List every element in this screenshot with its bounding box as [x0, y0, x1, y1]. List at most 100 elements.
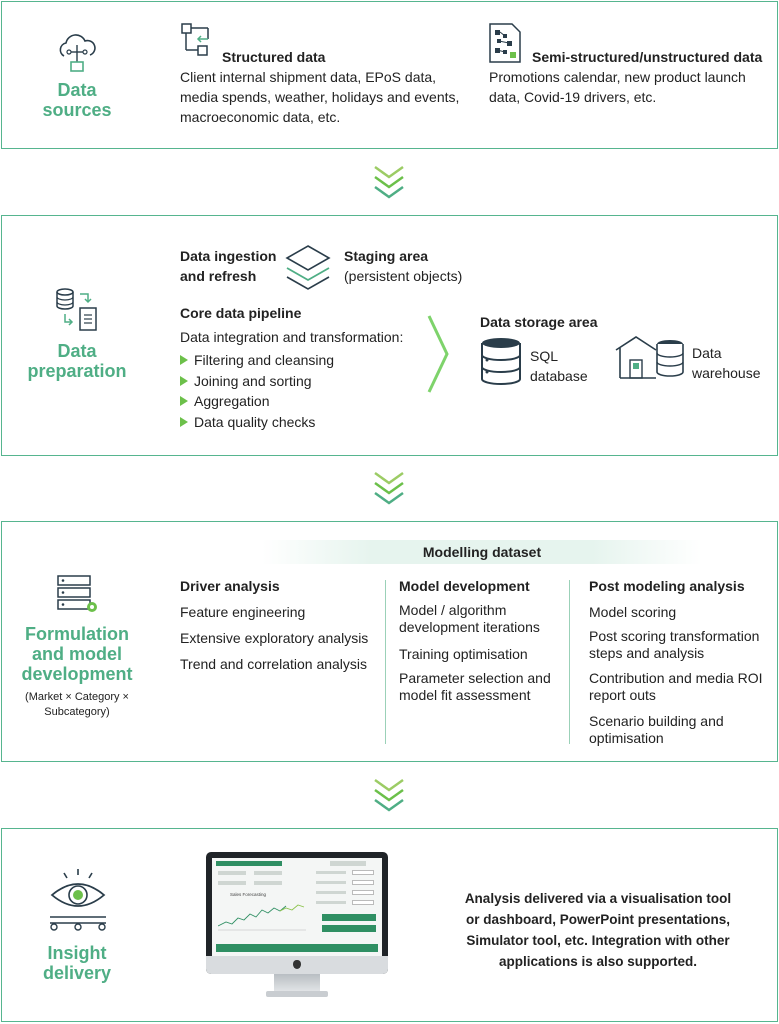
preparation-title-line2: preparation — [27, 361, 127, 381]
insight-title-line2: delivery — [42, 963, 112, 983]
screen-button — [322, 914, 376, 921]
ingestion-label-line: Data ingestion — [180, 248, 277, 264]
post-modeling-item: Contribution and media ROI report outs — [589, 670, 763, 703]
screen-footer-bar — [216, 944, 378, 952]
warehouse-database-icon — [615, 336, 684, 379]
insight-description-line: or dashboard, PowerPoint presentations, — [465, 912, 731, 927]
cloud-network-icon — [59, 34, 96, 72]
storage-title: Data storage area — [480, 314, 598, 330]
driver-analysis-item: Feature engineering — [180, 604, 306, 620]
database-icon — [481, 338, 521, 385]
list-item: Aggregation — [180, 391, 334, 412]
post-modeling-title: Post modeling analysis — [589, 578, 745, 594]
preparation-title: Data preparation — [10, 341, 144, 381]
screen-chart-title: Sales Forecasting — [230, 892, 267, 897]
column-divider — [569, 580, 570, 744]
screen-field — [218, 871, 246, 875]
pipeline-intro: Data integration and transformation: — [180, 329, 404, 345]
insight-description-line: Analysis delivered via a visualisation t… — [464, 891, 732, 906]
insight-delivery-panel: Insight delivery Sales Forecasting — [1, 828, 778, 1022]
driver-analysis-title: Driver analysis — [180, 578, 280, 594]
screen-input-row — [316, 891, 346, 894]
server-settings-icon — [57, 575, 97, 612]
pipeline-list: Filtering and cleansing Joining and sort… — [180, 350, 334, 432]
monitor-screen: Sales Forecasting — [212, 858, 382, 956]
modelling-title-line: development — [21, 664, 133, 684]
preparation-title-line1: Data — [57, 341, 97, 361]
modelling-subtitle-line: Subcategory) — [44, 706, 110, 718]
eye-conveyor-icon — [50, 869, 106, 931]
screen-input-row — [316, 881, 346, 884]
model-development-item: Model / algorithm development iterations — [399, 602, 540, 635]
screen-header-bar — [216, 861, 282, 866]
screen-header-bar — [330, 861, 366, 866]
insight-title-line1: Insight — [47, 943, 107, 963]
sql-label-line: SQL — [530, 348, 559, 364]
screen-input-row — [352, 890, 374, 895]
data-preparation-panel: Data preparation Data ingestion and refr… — [1, 215, 778, 456]
structured-title: Structured data — [222, 49, 326, 65]
modelling-title: Formulation and model development — [10, 624, 144, 684]
list-item: Data quality checks — [180, 412, 334, 433]
screen-input-row — [316, 901, 346, 904]
post-modeling-item: Scenario building and optimisation — [589, 713, 724, 746]
semi-structured-text-line: data, Covid-19 drivers, etc. — [489, 89, 657, 105]
modelling-dataset-band — [262, 540, 702, 564]
chevron-right-icon — [427, 315, 449, 393]
structured-text: Client internal shipment data, EPoS data… — [180, 67, 470, 127]
chevron-down-icon — [374, 165, 404, 199]
semi-structured-title: Semi-structured/unstructured data — [532, 49, 763, 65]
chevron-down-icon — [374, 471, 404, 505]
screen-field — [254, 871, 282, 875]
column-divider — [385, 580, 386, 744]
model-development-item: Training optimisation — [399, 646, 528, 662]
driver-analysis-item: Trend and correlation analysis — [180, 656, 368, 672]
warehouse-label-line: Data — [692, 345, 722, 361]
model-development-title: Model development — [399, 578, 530, 594]
modelling-title-line: Formulation — [25, 624, 129, 644]
ingestion-label: Data ingestion and refresh — [180, 246, 276, 286]
apple-logo-icon — [293, 960, 301, 969]
staging-subtitle: (persistent objects) — [344, 268, 463, 284]
structured-text-line: macroeconomic data, etc. — [180, 109, 341, 125]
modelling-dataset-label: Modelling dataset — [422, 544, 542, 560]
screen-input-row — [352, 900, 374, 905]
semi-structured-text-line: Promotions calendar, new product launch — [489, 69, 746, 85]
warehouse-label: Data warehouse — [692, 343, 761, 383]
list-item: Joining and sorting — [180, 371, 334, 392]
semi-structured-text: Promotions calendar, new product launch … — [489, 67, 774, 107]
modelling-subtitle: (Market × Category × Subcategory) — [10, 690, 144, 720]
insight-title: Insight delivery — [10, 943, 144, 983]
warehouse-label-line: warehouse — [692, 365, 761, 381]
screen-field — [254, 881, 282, 885]
database-document-icon — [56, 288, 97, 331]
sql-label-line: database — [530, 368, 588, 384]
post-modeling-item: Model scoring — [589, 604, 677, 620]
layers-icon — [285, 245, 331, 290]
model-development-item: Parameter selection and model fit assess… — [399, 670, 551, 703]
modelling-panel: Modelling dataset Formulation and model … — [1, 521, 778, 762]
driver-analysis-item: Extensive exploratory analysis — [180, 630, 369, 646]
monitor-stand — [274, 974, 320, 992]
sources-title: Data sources — [24, 80, 130, 120]
ingestion-label-line: and refresh — [180, 268, 257, 284]
screen-button — [322, 925, 376, 932]
structured-flow-icon — [181, 23, 209, 56]
structured-text-line: Client internal shipment data, EPoS data… — [180, 69, 437, 85]
list-item: Filtering and cleansing — [180, 350, 334, 371]
sql-label: SQL database — [530, 346, 588, 386]
insight-description-line: Simulator tool, etc. Integration with ot… — [466, 933, 730, 948]
sources-title-line1: Data — [57, 80, 97, 100]
staging-title: Staging area — [344, 248, 429, 264]
structured-text-line: media spends, weather, holidays and even… — [180, 89, 460, 105]
screen-input-row — [352, 870, 374, 875]
document-qr-icon — [489, 23, 521, 63]
sources-title-line2: sources — [42, 100, 112, 120]
monitor-base — [266, 991, 328, 997]
screen-line-chart — [218, 904, 306, 931]
pipeline-title: Core data pipeline — [180, 305, 302, 321]
screen-input-row — [316, 871, 346, 874]
post-modeling-item: Post scoring transformation steps and an… — [589, 628, 760, 661]
modelling-subtitle-line: (Market × Category × — [25, 691, 129, 703]
screen-field — [218, 881, 246, 885]
